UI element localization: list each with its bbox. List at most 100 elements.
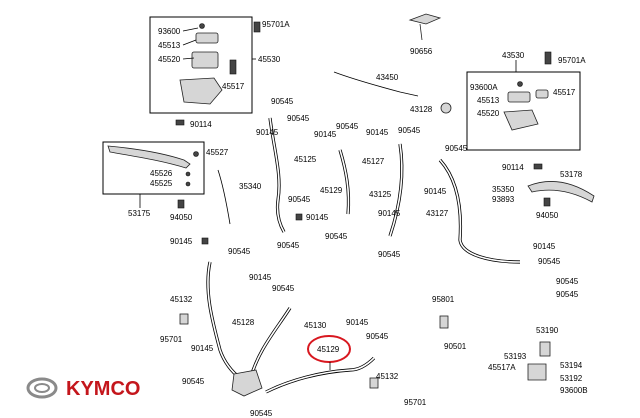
- label-45527: 45527: [206, 148, 229, 157]
- label-90145-d: 90145: [366, 128, 389, 137]
- label-90545-q: 90545: [366, 332, 389, 341]
- label-95701A-right: 95701A: [558, 56, 586, 65]
- label-45130: 45130: [304, 321, 327, 330]
- brake-lever-right: [527, 181, 595, 203]
- bolt-95701A-top: [253, 21, 261, 33]
- pin-45527: [193, 151, 199, 157]
- bolt-95701A-right: [544, 51, 552, 65]
- spring-45526: [185, 171, 191, 177]
- cable-43127: [439, 159, 521, 263]
- label-90145-a: 90145: [256, 128, 279, 137]
- label-45526: 45526: [150, 169, 173, 178]
- caliper: [231, 369, 263, 397]
- label-90145-h: 90145: [170, 237, 193, 246]
- label-45128: 45128: [232, 318, 255, 327]
- label-53175: 53175: [128, 209, 151, 218]
- brake-hose-45128: [207, 261, 241, 379]
- label-53190: 53190: [536, 326, 559, 335]
- label-90145-b: 90145: [306, 213, 329, 222]
- label-45520: 45520: [158, 55, 181, 64]
- label-90501: 90501: [444, 342, 467, 351]
- label-90545-d: 90545: [277, 241, 300, 250]
- label-45525: 45525: [150, 179, 173, 188]
- label-43450: 43450: [376, 73, 399, 82]
- label-94050: 94050: [170, 213, 193, 222]
- label-90545-o: 90545: [272, 284, 295, 293]
- screw-94050-right: [543, 197, 551, 207]
- master-cylinder-right: [503, 81, 549, 131]
- switch-35340: [217, 169, 231, 225]
- label-90545-i: 90545: [445, 144, 468, 153]
- clamp-45132-b: [369, 377, 379, 389]
- bolt-90145-b: [295, 213, 303, 221]
- label-90545-p: 90545: [250, 409, 273, 418]
- screw-90114-right: [533, 163, 543, 170]
- label-90545-c: 90545: [288, 195, 311, 204]
- master-cylinder-box-right: [466, 71, 581, 151]
- screw-94050: [177, 199, 185, 209]
- brake-lever-left: [107, 145, 191, 169]
- brake-hose-45127: [339, 149, 350, 215]
- bracket-53190: [539, 341, 551, 357]
- label-90145-j: 90145: [249, 273, 272, 282]
- label-90545-j: 90545: [538, 257, 561, 266]
- label-45129-top: 45129: [320, 186, 343, 195]
- label-45520-right: 45520: [477, 109, 500, 118]
- highlight-circle: [307, 335, 351, 363]
- cable-43450: [333, 71, 419, 97]
- label-90545-b: 90545: [287, 114, 310, 123]
- label-93600: 93600: [158, 27, 181, 36]
- label-93600B: 93600B: [560, 386, 588, 395]
- washer-45525: [185, 181, 191, 187]
- label-90114: 90114: [190, 120, 212, 129]
- label-90545-e: 90545: [336, 122, 359, 131]
- brake-hose-45129: [265, 357, 375, 393]
- part-43128: [440, 102, 452, 114]
- brand-name: KYMCO: [66, 378, 140, 400]
- cable-43125: [389, 143, 403, 237]
- label-90545-k: 90545: [556, 277, 579, 286]
- label-53192: 53192: [560, 374, 583, 383]
- label-95701-b: 95701: [404, 398, 427, 407]
- label-90545-f: 90545: [325, 232, 348, 241]
- label-45132-b: 45132: [376, 372, 399, 381]
- label-90656: 90656: [410, 47, 433, 56]
- label-45530: 45530: [258, 55, 281, 64]
- label-43530: 43530: [502, 51, 525, 60]
- label-90545-a: 90545: [271, 97, 294, 106]
- label-90145-k: 90145: [346, 318, 369, 327]
- label-90545-h: 90545: [378, 250, 401, 259]
- label-95801: 95801: [432, 295, 455, 304]
- label-45513-right: 45513: [477, 96, 500, 105]
- label-53194: 53194: [560, 361, 583, 370]
- master-cylinder-box: [149, 16, 253, 114]
- label-93600A: 93600A: [470, 83, 498, 92]
- label-93893: 93893: [492, 195, 515, 204]
- label-90114-right: 90114: [502, 163, 524, 172]
- kymco-logo-icon: [26, 377, 58, 399]
- label-53178: 53178: [560, 170, 583, 179]
- label-90545-g: 90545: [398, 126, 421, 135]
- label-43127: 43127: [426, 209, 449, 218]
- label-45517A: 45517A: [488, 363, 516, 372]
- label-90545-l: 90545: [556, 290, 579, 299]
- label-53193: 53193: [504, 352, 527, 361]
- label-45127: 45127: [362, 157, 385, 166]
- label-94050-right: 94050: [536, 211, 559, 220]
- label-45513: 45513: [158, 41, 181, 50]
- lever-box: [102, 141, 205, 195]
- bracket-45517A: [527, 363, 547, 381]
- part-95801: [439, 315, 449, 329]
- label-90145-g: 90145: [533, 242, 556, 251]
- screw-90114: [175, 119, 185, 126]
- label-35350: 35350: [492, 185, 515, 194]
- label-90145-f: 90145: [424, 187, 447, 196]
- label-35340: 35340: [239, 182, 262, 191]
- label-95701A-top: 95701A: [262, 20, 290, 29]
- label-90145-c: 90145: [314, 130, 337, 139]
- label-90545-m: 90545: [228, 247, 251, 256]
- label-45125: 45125: [294, 155, 317, 164]
- bracket-90656: [408, 13, 442, 41]
- bolt-90145-h: [201, 237, 209, 245]
